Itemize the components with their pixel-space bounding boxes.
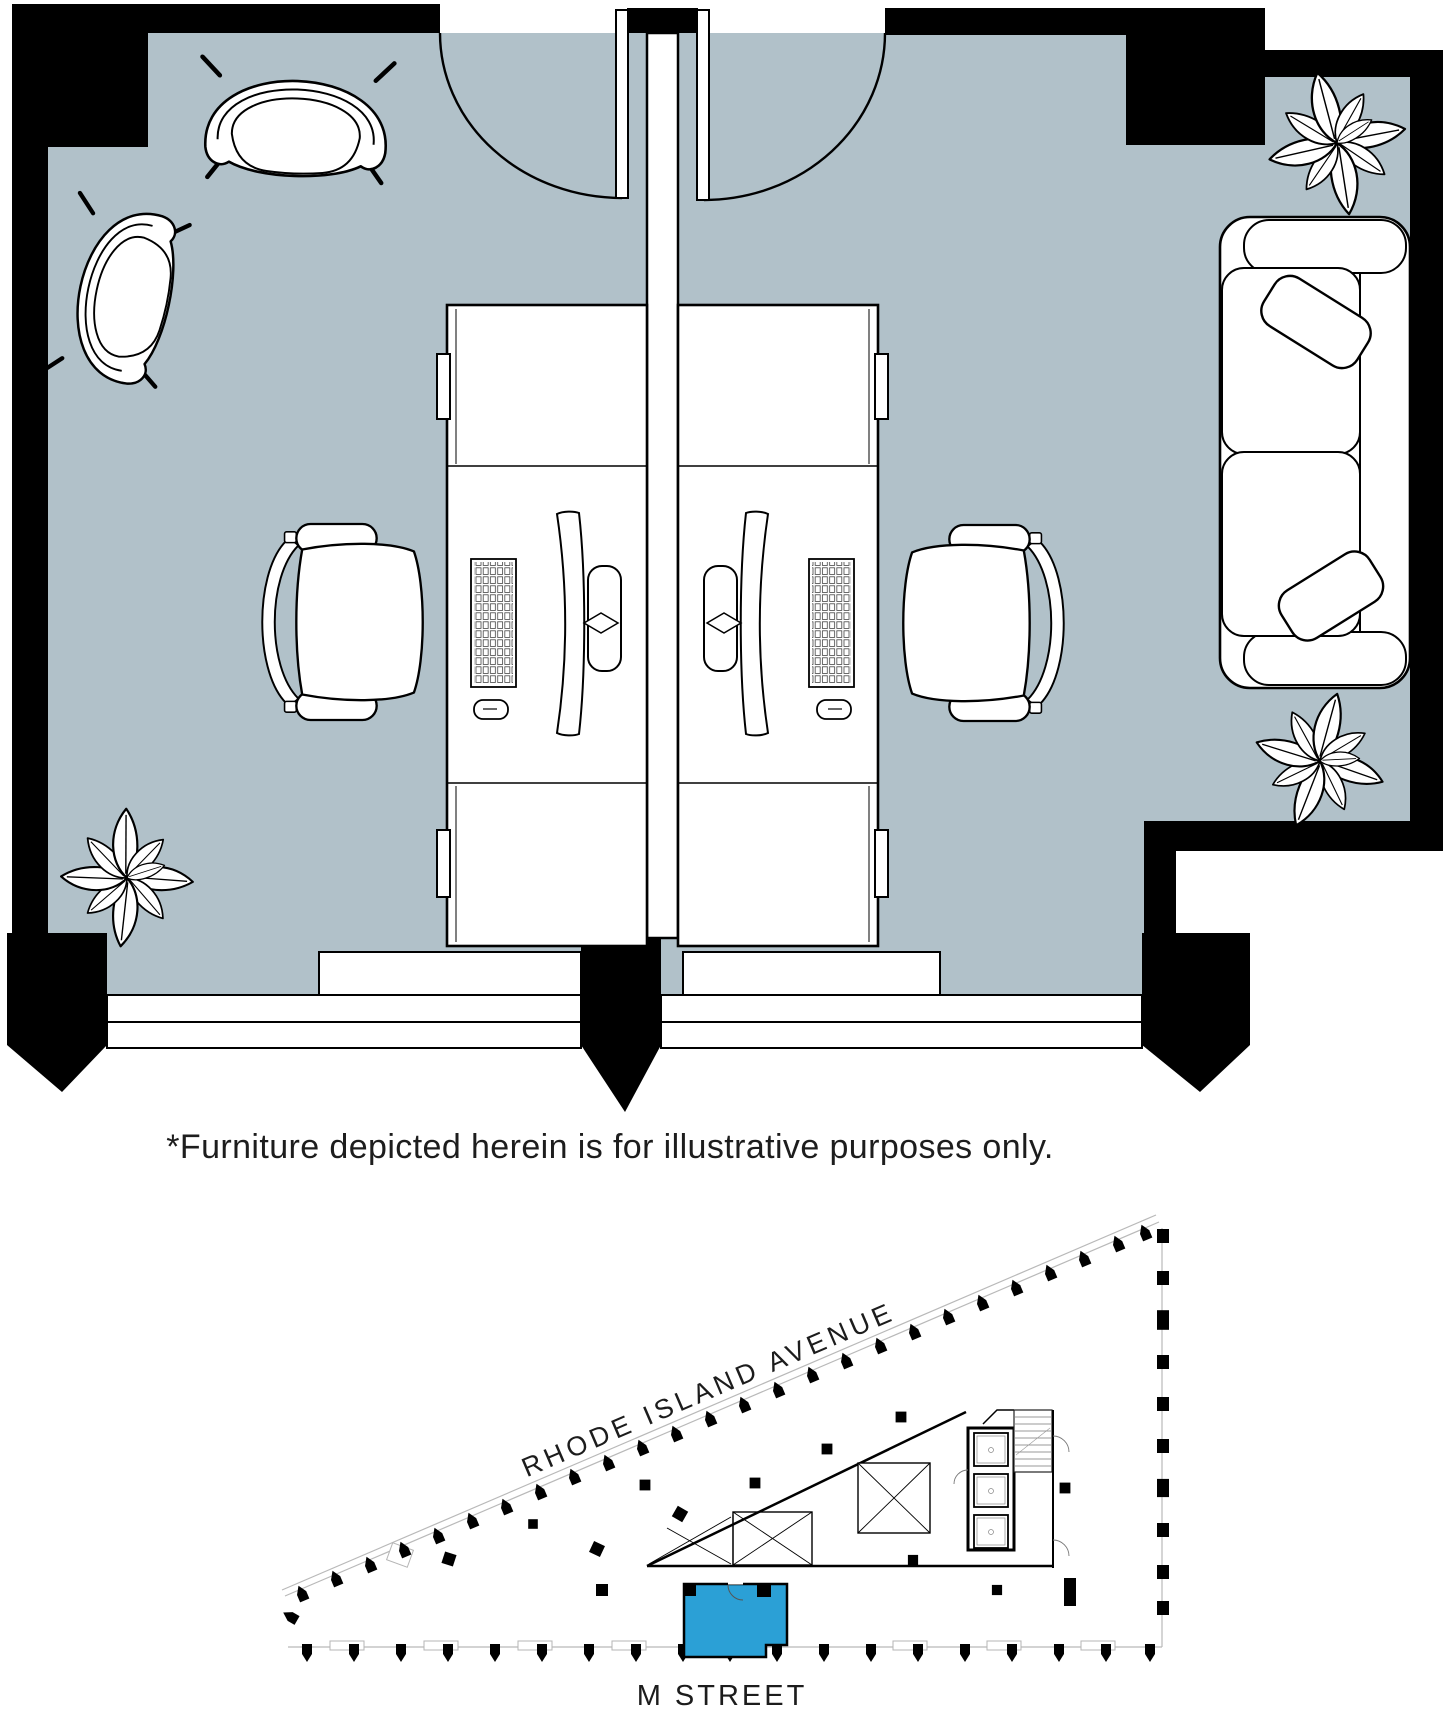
street-label-rhode-island: RHODE ISLAND AVENUE	[517, 1297, 899, 1483]
window-sill	[682, 951, 941, 996]
column-marks-right	[1157, 1229, 1169, 1615]
door-leaf	[615, 9, 629, 199]
interior-columns	[441, 1411, 1076, 1606]
window-sill	[318, 951, 582, 996]
suite-highlight	[682, 1581, 789, 1659]
throw-pillow	[1277, 550, 1385, 642]
suite-floor-plan	[7, 4, 1443, 1112]
throw-pillow	[1260, 274, 1372, 370]
door-leaf	[696, 9, 710, 201]
walls	[7, 4, 1443, 1112]
divider-wall	[645, 31, 680, 940]
entry-double-door	[438, 9, 887, 202]
desk-left-workstation	[435, 303, 649, 948]
key-plan: RHODE ISLAND AVENUE M STREET	[280, 1214, 1169, 1712]
elevator-bank	[973, 1432, 1009, 1549]
sofa	[1218, 215, 1412, 690]
desk-right-workstation	[676, 303, 890, 948]
stair	[1013, 1409, 1053, 1473]
disclaimer-text: *Furniture depicted herein is for illust…	[166, 1128, 1053, 1166]
building-core	[646, 1409, 1070, 1568]
street-label-m-street: M STREET	[637, 1680, 808, 1712]
